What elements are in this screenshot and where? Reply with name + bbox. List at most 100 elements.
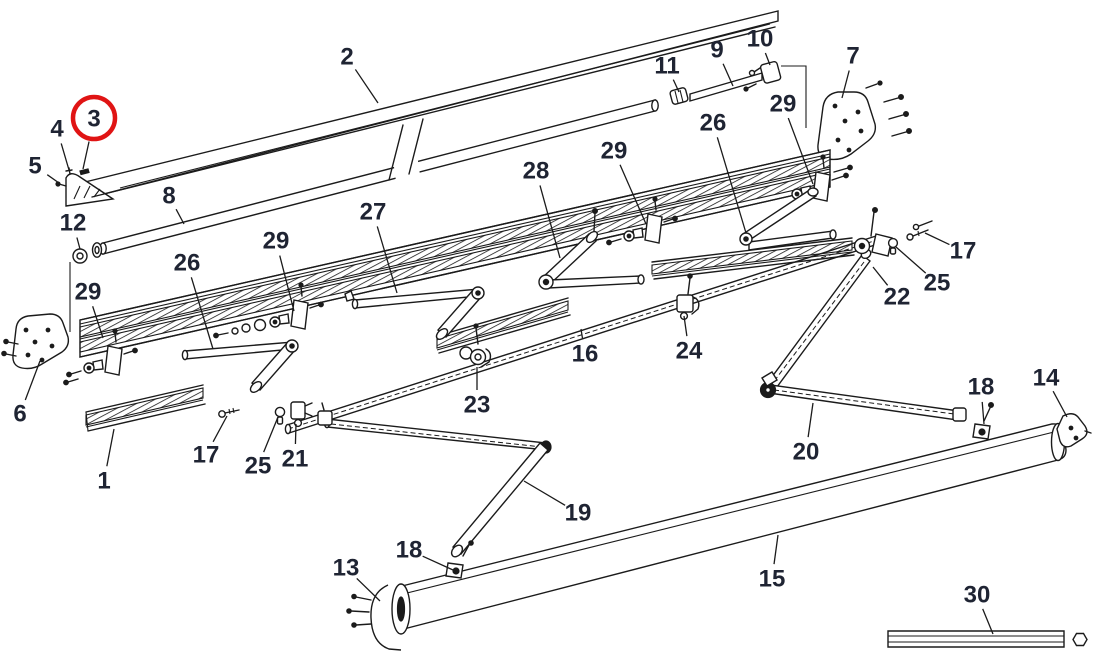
leader-line-14 [1053,391,1067,417]
callout-22: 22 [873,267,910,311]
callout-label-4: 4 [50,116,64,143]
part14-end-bracket [1057,414,1091,447]
callout-29: 29 [263,228,294,312]
callout-18: 18 [968,374,995,425]
leader-line-6 [25,361,40,400]
leader-line-21 [295,424,296,444]
part25-knob-left [275,407,284,424]
part17-screw-left [219,408,239,417]
callout-29: 29 [770,91,813,185]
callout-16: 16 [572,329,598,368]
callout-label-5: 5 [28,153,41,180]
leader-line-4 [61,143,69,170]
roller-tube-part15 [396,424,1066,632]
callout-7: 7 [842,43,860,99]
part29-hardware-middle [607,197,678,245]
callout-4: 4 [50,116,69,171]
highlight-circle [73,97,115,139]
leader-line-25 [264,417,278,452]
part29-hardware-center [214,283,324,338]
leader-line-15 [774,535,778,564]
leader-line-30 [983,609,993,634]
callout-26: 26 [700,110,746,234]
arm-part22 [766,208,892,391]
part3-clip [80,169,89,175]
leader-line-29 [788,118,813,184]
callout-20: 20 [793,403,820,466]
callout-label-9: 9 [710,37,723,64]
callout-2: 2 [340,44,378,104]
hex-nut [1073,634,1087,646]
rail-end-bracket [66,174,113,206]
part21-clamp [291,402,312,426]
leader-line-16 [581,329,583,339]
arm-part20 [761,372,967,421]
leader-line-3 [83,141,89,169]
leader-line-1 [107,429,114,466]
part10-fitting [744,61,806,128]
callout-13: 13 [333,555,380,602]
leader-line-20 [808,403,813,437]
leader-line-29 [620,165,646,224]
callout-1: 1 [97,429,114,495]
leader-line-2 [355,69,378,103]
callout-10: 10 [747,26,773,66]
part23-clamp [460,324,490,367]
callout-30: 30 [964,582,993,635]
callout-label-30: 30 [964,582,991,609]
part7-end-plate [818,81,911,159]
rafter-arm-mid-part27 [345,287,484,341]
part9-rod [690,73,762,101]
leader-line-24 [684,316,687,336]
callout-17: 17 [925,233,976,265]
rafter-arm-right-part26 [740,188,836,250]
callout-3: 3 [73,97,115,169]
leader-line-17 [925,233,949,245]
leader-line-12 [77,237,80,249]
part6-end-plate [2,314,69,369]
leader-line-28 [540,185,560,258]
leader-line-7 [842,71,849,98]
callout-label-19: 19 [565,500,592,527]
callout-label-25: 25 [245,453,272,480]
callout-label-1: 1 [97,468,110,495]
callout-label-20: 20 [793,439,820,466]
callout-label-22: 22 [884,284,911,311]
part17-screw-right [907,221,932,240]
callout-label-8: 8 [162,183,175,210]
callout-26: 26 [174,250,213,350]
callout-label-26: 26 [174,250,201,277]
callout-label-13: 13 [333,555,360,582]
leader-line-10 [765,53,770,65]
callout-19: 19 [524,481,591,527]
leader-line-27 [377,226,397,293]
callout-9: 9 [710,37,733,87]
callout-23: 23 [464,367,490,419]
callout-label-14: 14 [1033,365,1060,392]
callout-label-29: 29 [770,91,797,118]
part13-end-cap [347,584,410,650]
leader-line-19 [524,481,565,505]
front-rail-part2 [66,11,778,206]
callout-25: 25 [896,247,950,297]
callout-label-27: 27 [360,199,387,226]
callout-25: 25 [245,417,278,480]
callout-label-21: 21 [282,446,309,473]
callout-11: 11 [654,53,680,93]
leader-line-13 [357,578,380,601]
callout-label-17: 17 [193,442,220,469]
part25-knob-right [889,239,898,254]
part18-foot-right [973,403,993,439]
callout-14: 14 [1033,365,1067,418]
callout-28: 28 [523,158,560,259]
rail-segment-middle [437,298,570,353]
rafter-arm-part28 [539,209,644,289]
part12-bushings [70,243,102,332]
callout-29: 29 [75,279,103,339]
callout-label-18: 18 [968,374,995,401]
callout-18: 18 [396,537,453,571]
leader-line-18 [982,402,984,424]
